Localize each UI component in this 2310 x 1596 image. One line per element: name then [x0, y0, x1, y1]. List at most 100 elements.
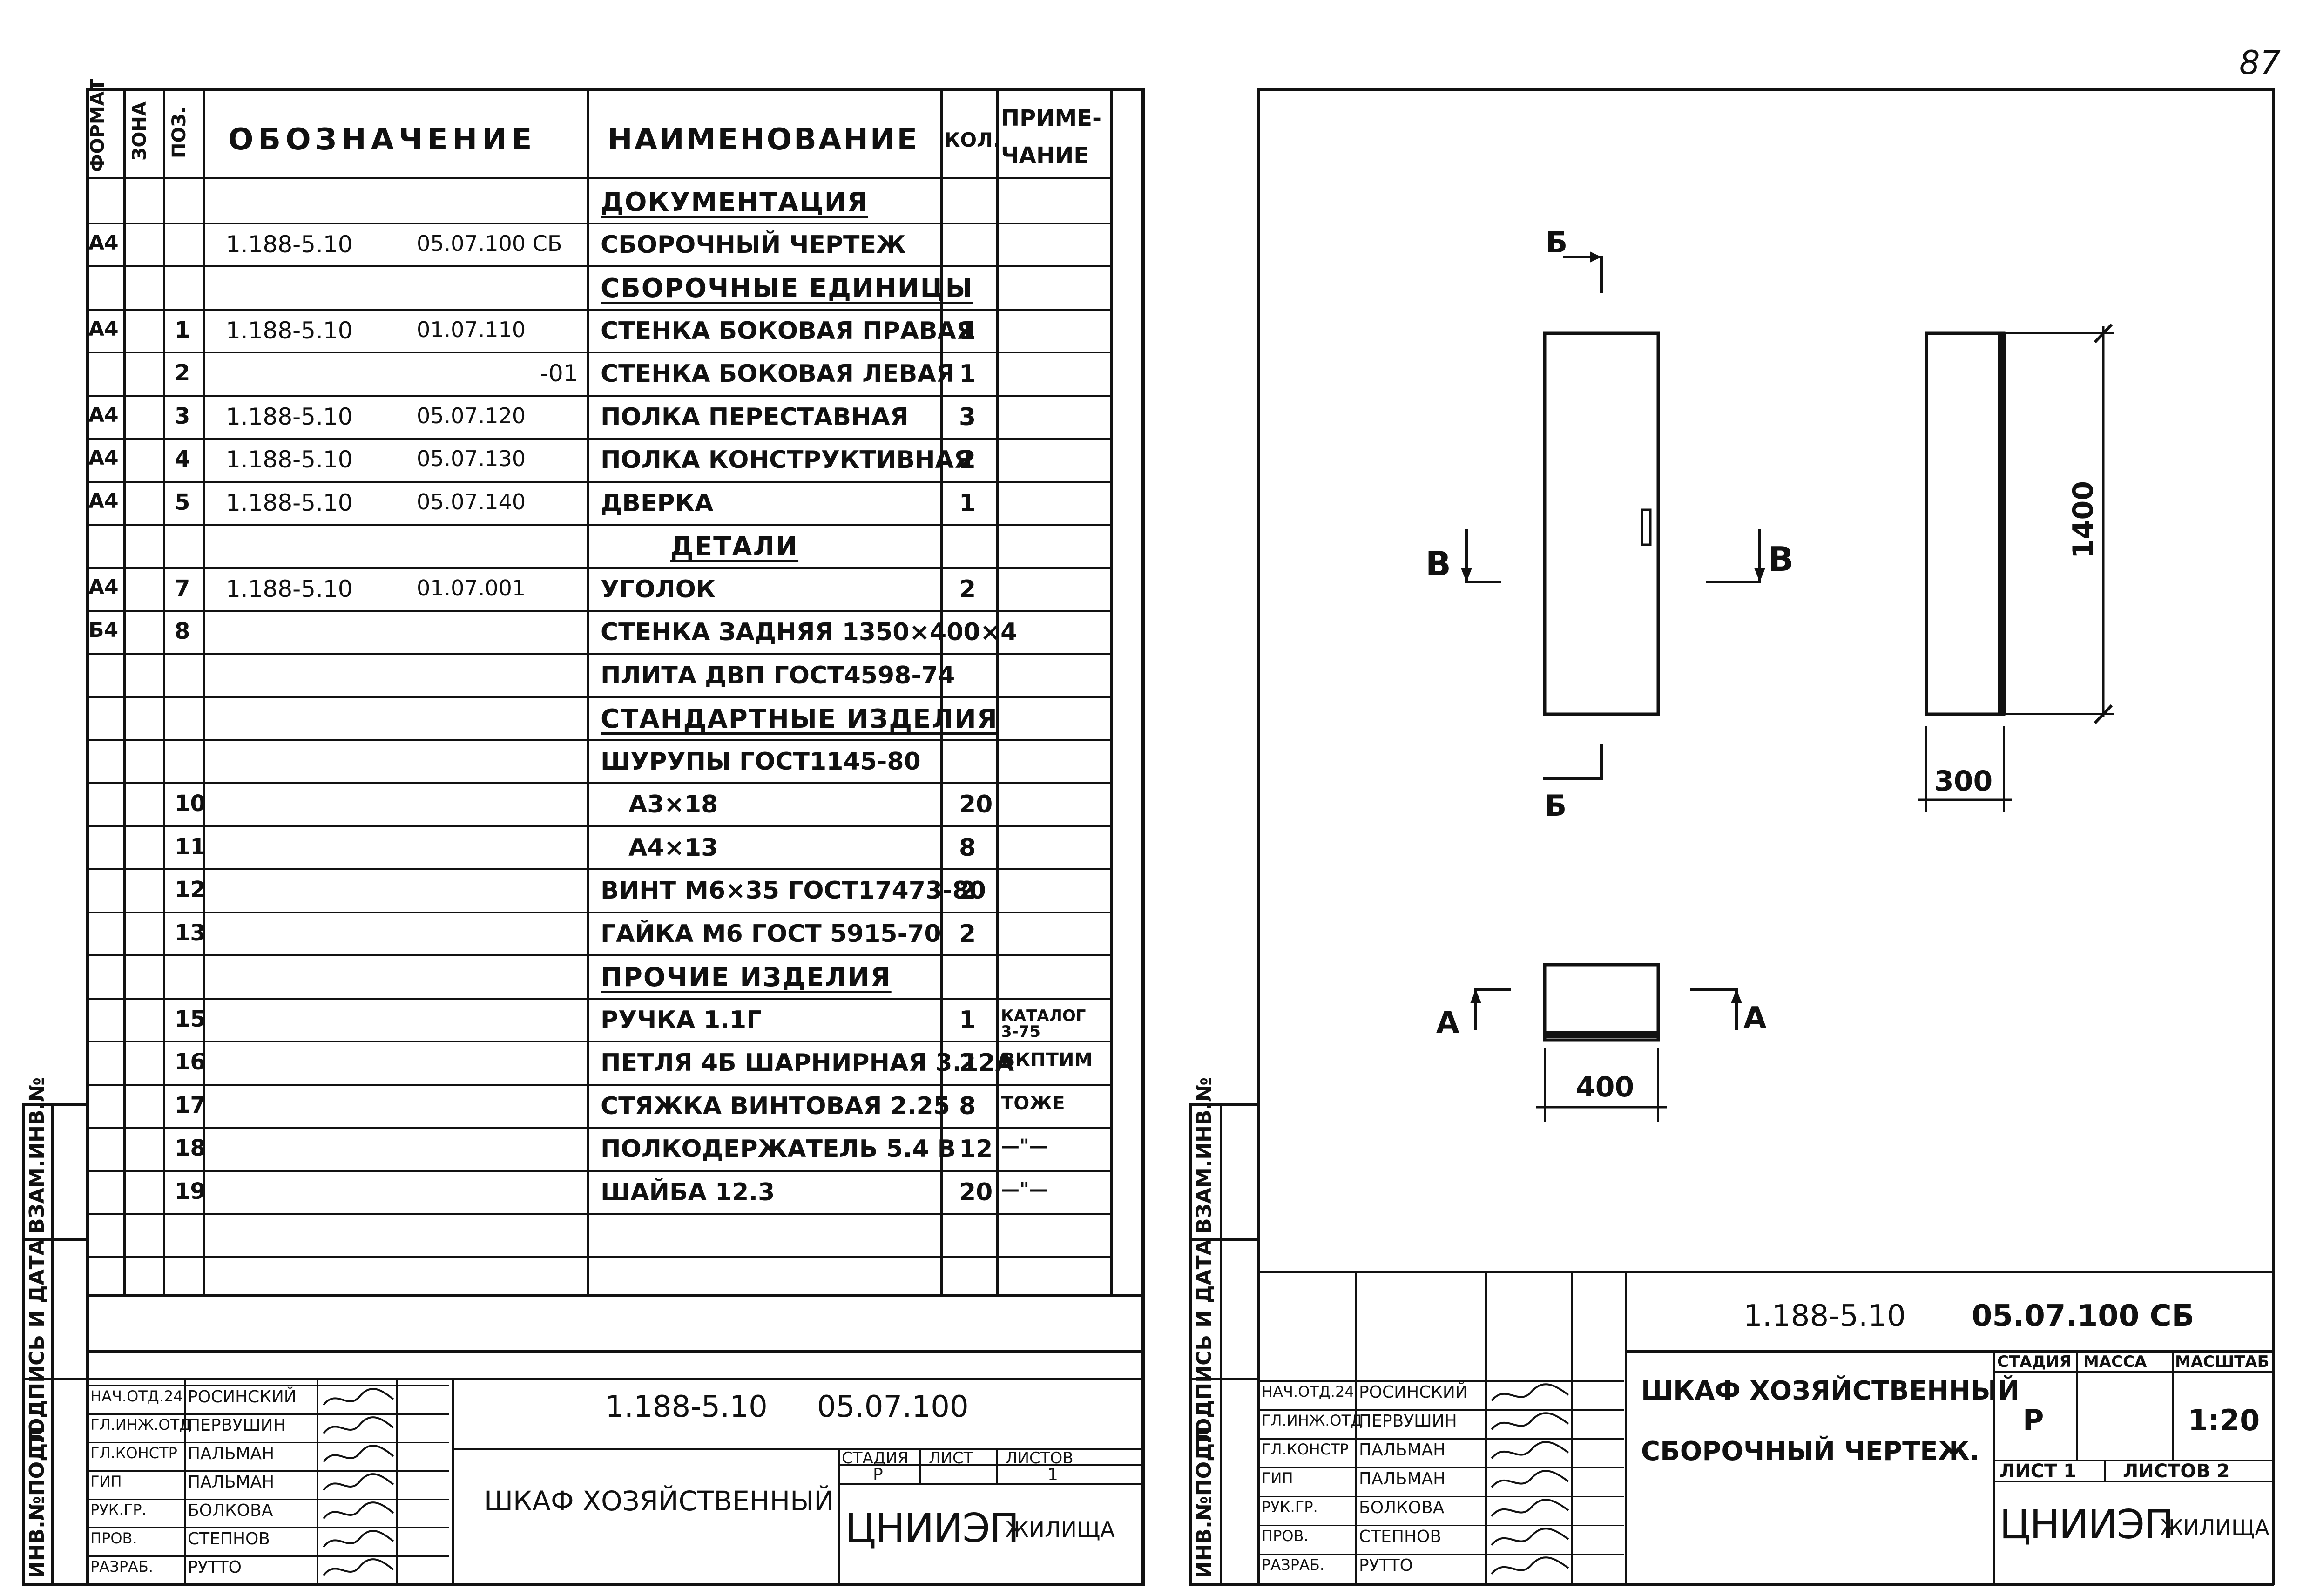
- signatory-role: ПРОВ.: [90, 1529, 137, 1547]
- header-qty: КОЛ.: [944, 128, 1000, 151]
- left-doc-code: 05.07.100: [817, 1390, 969, 1424]
- section-heading: ПРОЧИЕ ИЗДЕЛИЯ: [601, 962, 892, 993]
- margin-label-podpis-data-right: ПОДПИСЬ И ДАТА: [1192, 1239, 1216, 1453]
- signature-mark: [323, 1558, 394, 1576]
- left-doc-number: 1.188-5.10: [605, 1390, 768, 1424]
- qty-cell: 8: [959, 833, 976, 862]
- right-sheet: ЛИСТ 1: [1999, 1461, 2077, 1482]
- signatory-name: СТЕПНОВ: [1359, 1527, 1442, 1546]
- signatory-name: РУТТО: [188, 1558, 242, 1577]
- dim-height: 1400: [2067, 481, 2100, 559]
- designation-suffix-cell: 05.07.130: [417, 446, 526, 471]
- qty-cell: 2: [959, 877, 976, 905]
- signatory-name: ПЕРВУШИН: [188, 1416, 286, 1435]
- top-view: [1543, 963, 1660, 1042]
- qty-cell: 2: [959, 575, 976, 603]
- signatory-role: ГЛ.ИНЖ.ОТД: [90, 1416, 191, 1434]
- qty-cell: 1: [959, 360, 976, 388]
- pos-cell: 1: [175, 317, 190, 343]
- name-cell: СБОРОЧНЫЙ ЧЕРТЕЖ: [601, 230, 906, 259]
- format-cell: А4: [88, 446, 119, 470]
- left-title: ШКАФ ХОЗЯЙСТВЕННЫЙ: [484, 1485, 834, 1517]
- format-cell: А4: [88, 230, 119, 255]
- name-cell: СТЕНКА БОКОВАЯ ЛЕВАЯ: [601, 360, 955, 388]
- signature-mark: [1491, 1528, 1569, 1546]
- signatory-name: ПАЛЬМАН: [1359, 1469, 1446, 1488]
- name-cell: ПЕТЛЯ 4Б ШАРНИРНАЯ 3.12А: [601, 1049, 1014, 1077]
- page-number: 87: [2239, 44, 2281, 82]
- name-cell: ПОЛКА КОНСТРУКТИВНАЯ: [601, 446, 973, 474]
- name-cell: ГАЙКА М6 ГОСТ 5915-70: [601, 920, 941, 948]
- section-heading: СТАНДАРТНЫЕ ИЗДЕЛИЯ: [601, 704, 998, 734]
- header-note-1: ПРИМЕ-: [1001, 105, 1101, 131]
- designation-suffix-cell: -01: [540, 360, 578, 387]
- signature-mark: [323, 1473, 394, 1491]
- signatory-name: РУТТО: [1359, 1556, 1413, 1575]
- dim-depth: 300: [1934, 765, 1993, 798]
- right-stage-label: СТАДИЯ: [1997, 1353, 2072, 1371]
- qty-cell: 2: [959, 920, 976, 948]
- designation-suffix-cell: 05.07.140: [417, 489, 526, 514]
- right-scale-label: МАСШТАБ: [2175, 1353, 2269, 1371]
- qty-cell: 2: [959, 1049, 976, 1077]
- left-sheet: ИНВ.№ПОДЛ ПОДПИСЬ И ДАТА ВЗАМ.ИНВ.№ ФОРМ…: [0, 0, 1145, 1596]
- section-b-top-label: Б: [1546, 225, 1568, 259]
- name-cell: РУЧКА 1.1Г: [601, 1006, 762, 1034]
- signatory-role: ГЛ.КОНСТР: [1262, 1440, 1349, 1458]
- signatory-role: ПРОВ.: [1262, 1527, 1309, 1545]
- signatory-name: БОЛКОВА: [188, 1501, 273, 1520]
- left-org: ЦНИИЭП: [845, 1505, 1020, 1552]
- qty-cell: 20: [959, 1178, 993, 1206]
- signatory-role: РУК.ГР.: [1262, 1498, 1318, 1516]
- section-a-right-label: А: [1743, 1001, 1767, 1035]
- designation-suffix-cell: 05.07.100 СБ: [417, 230, 562, 256]
- pos-cell: 2: [175, 360, 190, 386]
- note-cell: КАТАЛОГ 3-75: [1001, 1006, 1086, 1041]
- designation-cell: 1.188-5.10: [226, 489, 353, 516]
- pos-cell: 12: [175, 877, 206, 903]
- left-sheet-label: ЛИСТ: [929, 1449, 973, 1468]
- right-org: ЦНИИЭП: [1999, 1501, 2174, 1548]
- assembly-drawing: [1461, 251, 2114, 1122]
- signatory-role: РАЗРАБ.: [90, 1558, 154, 1576]
- door-handle: [1641, 508, 1652, 546]
- qty-cell: 20: [959, 791, 993, 818]
- signature-mark: [1491, 1556, 1569, 1575]
- signature-mark: [323, 1388, 394, 1406]
- note-cell: —"—: [1001, 1178, 1048, 1200]
- pos-cell: 15: [175, 1006, 206, 1032]
- pos-cell: 11: [175, 833, 206, 860]
- header-note-2: ЧАНИЕ: [1001, 142, 1089, 169]
- pos-cell: 17: [175, 1092, 206, 1118]
- designation-cell: 1.188-5.10: [226, 403, 353, 430]
- qty-cell: 1: [959, 1006, 976, 1034]
- name-cell: ШАЙБА 12.3: [601, 1178, 775, 1206]
- right-mass-label: МАССА: [2083, 1353, 2147, 1371]
- note-cell: ТОЖЕ: [1001, 1092, 1065, 1114]
- pos-cell: 18: [175, 1135, 206, 1161]
- qty-cell: 12: [959, 1135, 993, 1163]
- signature-mark: [323, 1416, 394, 1434]
- pos-cell: 8: [175, 618, 190, 644]
- left-stage-label: СТАДИЯ: [842, 1449, 909, 1468]
- left-stage: Р: [873, 1465, 883, 1484]
- signature-mark: [323, 1530, 394, 1548]
- name-cell: УГОЛОК: [601, 575, 716, 603]
- signature-mark: [1491, 1383, 1569, 1401]
- qty-cell: 1: [959, 317, 976, 345]
- section-heading: ДЕТАЛИ: [670, 532, 799, 562]
- right-sheets: ЛИСТОВ 2: [2123, 1461, 2230, 1482]
- note-cell: —"—: [1001, 1136, 1048, 1157]
- format-cell: А4: [88, 317, 119, 341]
- name-cell: А4×13: [628, 833, 718, 862]
- section-v-right-label: В: [1768, 540, 1794, 579]
- signatory-name: СТЕПНОВ: [188, 1529, 270, 1549]
- name-cell: СТЕНКА БОКОВАЯ ПРАВАЯ: [601, 317, 975, 345]
- signatory-name: РОСИНСКИЙ: [1359, 1383, 1468, 1402]
- signatory-name: ПЕРВУШИН: [1359, 1412, 1457, 1431]
- left-sheets-label: ЛИСТОВ: [1006, 1449, 1074, 1468]
- section-heading: СБОРОЧНЫЕ ЕДИНИЦЫ: [601, 273, 973, 304]
- right-doc-number: 1.188-5.10: [1743, 1299, 1906, 1333]
- right-doc-code: 05.07.100 СБ: [1972, 1299, 2195, 1333]
- format-cell: Б4: [88, 618, 119, 642]
